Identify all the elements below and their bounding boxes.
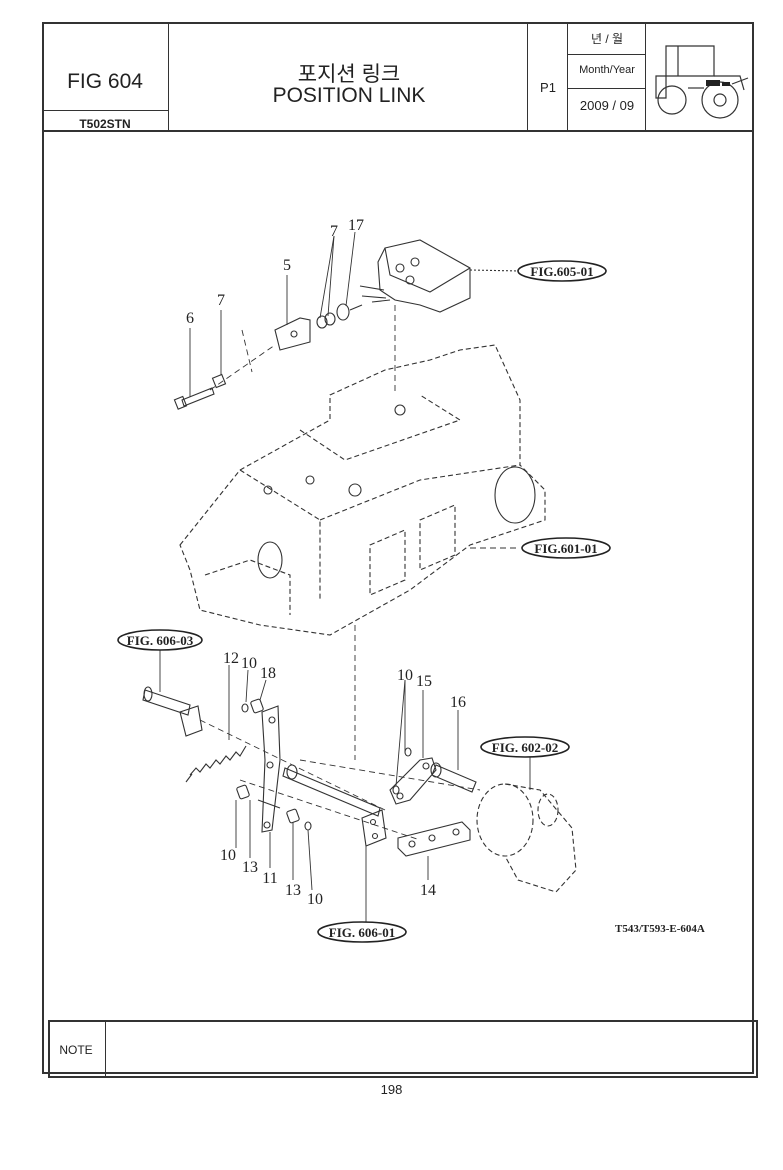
nut [212, 374, 225, 387]
callout-part-10: 10 [307, 891, 323, 908]
header-block [42, 22, 754, 132]
model-code: T502STN [79, 117, 131, 131]
header-divider [645, 22, 646, 132]
note-label: NOTE [59, 1043, 93, 1057]
figure-number: FIG 604 [67, 70, 143, 93]
page-number: 198 [380, 1082, 403, 1097]
callout-part-12: 12 [223, 650, 239, 667]
washer [325, 313, 335, 325]
callout-part-13: 13 [285, 882, 301, 899]
collar [236, 785, 250, 800]
callout-part-15: 15 [416, 673, 432, 690]
tractor-thumbnail-icon [648, 28, 752, 128]
reference-fig-601-01[interactable]: FIG.601-01 [522, 538, 610, 558]
callout-part-16: 16 [450, 694, 466, 711]
reference-label: FIG. 602-02 [492, 740, 558, 755]
month-year-label: Month/Year [579, 64, 635, 76]
reference-label: FIG.605-01 [530, 264, 593, 279]
callout-part-10: 10 [397, 667, 413, 684]
spring [190, 746, 246, 775]
reference-fig-606-01[interactable]: FIG. 606-01 [318, 922, 406, 942]
reference-label: FIG.601-01 [534, 541, 597, 556]
seal [337, 304, 349, 320]
callout-part-10: 10 [220, 847, 236, 864]
drawing-code: T543/T593-E-604A [615, 923, 705, 935]
note-divider [105, 1020, 106, 1078]
position-lever [262, 706, 280, 832]
lift-arm-housing [477, 784, 576, 892]
washer [317, 316, 327, 328]
callout-part-6: 6 [186, 310, 194, 327]
title-korean: 포지션 링크 [297, 63, 401, 86]
bolt [174, 388, 214, 409]
header-divider [168, 22, 169, 132]
callout-part-13: 13 [242, 859, 258, 876]
header-divider [527, 22, 528, 132]
header-divider [568, 54, 646, 55]
title-english: POSITION LINK [272, 84, 426, 107]
header-divider [567, 22, 568, 132]
header-divider [568, 88, 646, 89]
transmission-housing [180, 345, 545, 635]
link-plate [390, 758, 436, 804]
position-valve-block [360, 240, 470, 312]
arm-plate [362, 810, 386, 846]
reference-fig-606-03[interactable]: FIG. 606-03 [118, 630, 202, 650]
callout-part-14: 14 [420, 882, 436, 899]
callout-part-18: 18 [260, 665, 276, 682]
callout-part-7: 7 [330, 223, 338, 240]
month-year-label-korean: 년 / 월 [590, 32, 624, 46]
callout-part-5: 5 [283, 257, 291, 274]
callout-part-7: 7 [217, 292, 225, 309]
reference-fig-605-01[interactable]: FIG.605-01 [518, 261, 606, 281]
page-frame [42, 22, 754, 1074]
page-code: P1 [540, 80, 556, 95]
link-rod [283, 768, 380, 816]
reference-label: FIG. 606-03 [127, 633, 194, 648]
callout-part-10: 10 [241, 655, 257, 672]
pin [432, 765, 476, 792]
housing-bore [495, 467, 535, 523]
bracket [275, 318, 310, 350]
collar [250, 699, 264, 714]
reference-label: FIG. 606-01 [329, 925, 395, 940]
callout-part-17: 17 [348, 217, 364, 234]
housing-bore [258, 542, 282, 578]
collar [286, 809, 300, 824]
plate [398, 822, 470, 856]
header-divider [42, 110, 168, 111]
reference-fig-602-02[interactable]: FIG. 602-02 [481, 737, 569, 757]
month-year-value: 2009 / 09 [579, 98, 635, 113]
note-box [48, 1020, 758, 1078]
callout-part-11: 11 [262, 870, 277, 887]
position-shaft [143, 687, 202, 736]
